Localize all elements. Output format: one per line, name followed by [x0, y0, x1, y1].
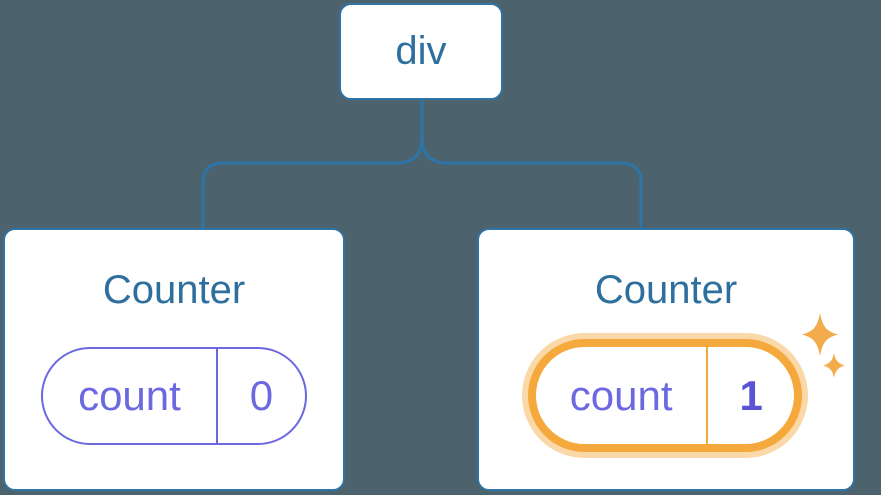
- root-node-label: div: [395, 29, 447, 73]
- sparkles-icon: [802, 313, 845, 378]
- state-value: 0: [249, 372, 274, 419]
- state-key-label: count: [78, 372, 181, 419]
- state-value: 1: [739, 371, 763, 419]
- counter-card-highlighted: Counter count 1: [477, 228, 855, 491]
- state-key-label: count: [569, 371, 673, 419]
- pill-divider: [215, 349, 218, 443]
- counter-card-left: Counter count 0: [3, 228, 345, 491]
- connector-right-branch: [420, 99, 643, 231]
- component-title: Counter: [102, 268, 246, 312]
- sparkle-star-small: [823, 353, 845, 378]
- state-pill-default: count 0: [41, 347, 307, 445]
- sparkle-star-large: [802, 313, 838, 356]
- component-title: Counter: [594, 268, 738, 312]
- state-pill-highlighted: count 1: [528, 339, 802, 452]
- pill-divider: [706, 347, 709, 444]
- connector-left-branch: [201, 99, 424, 231]
- root-node-div: div: [339, 3, 503, 100]
